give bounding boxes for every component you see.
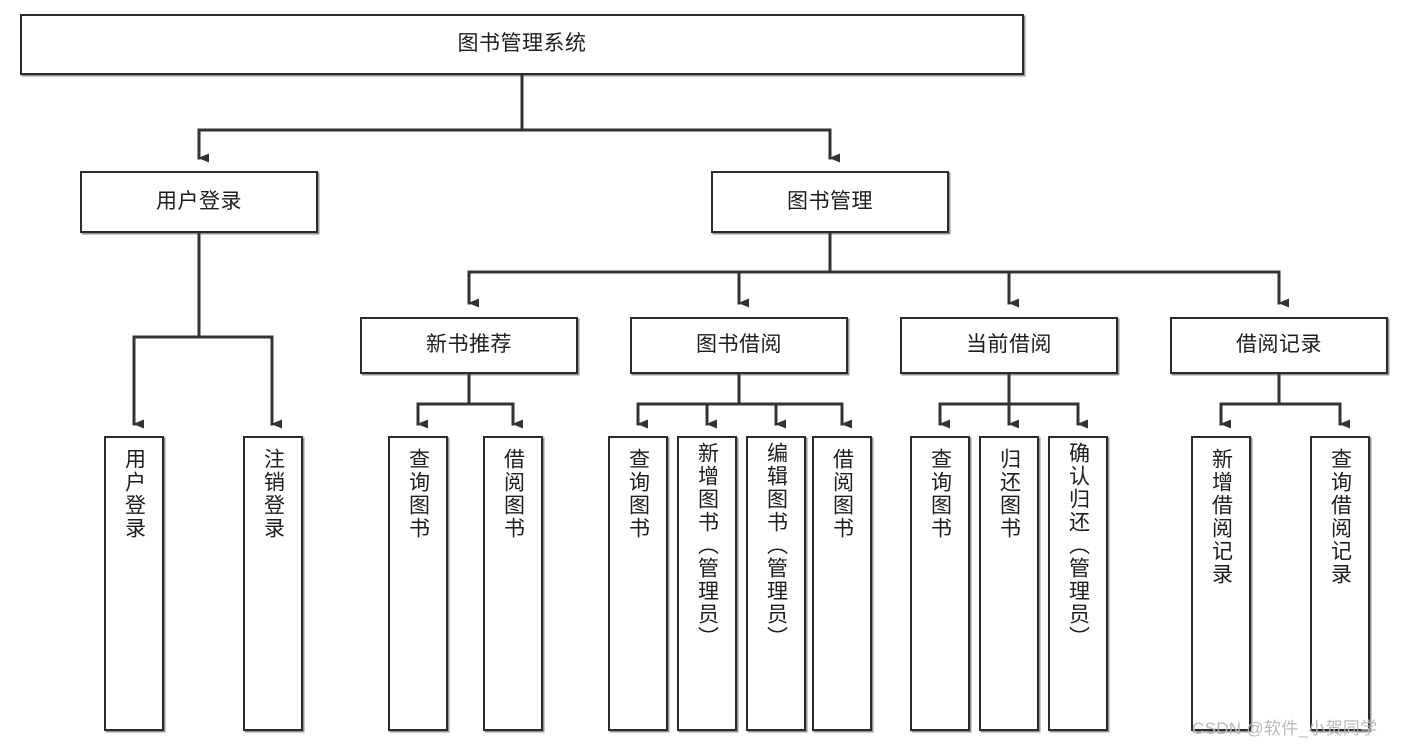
node-label: 借阅图书: [830, 448, 854, 540]
node-label: 当前借阅: [966, 333, 1052, 357]
node-current-borrowing[interactable]: 当前借阅: [900, 317, 1118, 374]
node-label: 编辑图书（管理员）: [764, 442, 788, 649]
node-label: 归还图书: [997, 448, 1021, 540]
node-label: 用户登录: [122, 448, 146, 540]
node-leaf-new-book-query-books[interactable]: 查询图书: [388, 436, 448, 731]
node-root-book-management-system[interactable]: 图书管理系统: [20, 14, 1024, 75]
node-leaf-borrow-add-book-admin[interactable]: 新增图书（管理员）: [677, 436, 737, 731]
node-label: 查询借阅记录: [1328, 448, 1352, 586]
node-book-borrowing[interactable]: 图书借阅: [630, 317, 848, 374]
node-user-login[interactable]: 用户登录: [80, 171, 318, 233]
node-leaf-borrow-borrow-books[interactable]: 借阅图书: [812, 436, 872, 731]
node-label: 用户登录: [156, 189, 242, 213]
node-label: 新书推荐: [426, 333, 512, 357]
node-label: 借阅记录: [1236, 333, 1322, 357]
node-label: 确认归还（管理员）: [1066, 442, 1090, 649]
node-label: 图书管理系统: [457, 32, 587, 56]
node-label: 注销登录: [261, 448, 285, 540]
node-leaf-new-book-borrow-books[interactable]: 借阅图书: [483, 436, 543, 731]
node-leaf-borrow-query-books[interactable]: 查询图书: [608, 436, 668, 731]
node-label: 图书管理: [787, 189, 873, 213]
csdn-watermark: CSDN @软件_小贺同学: [1192, 719, 1378, 738]
node-leaf-current-confirm-return-admin[interactable]: 确认归还（管理员）: [1048, 436, 1108, 731]
node-leaf-records-query-record[interactable]: 查询借阅记录: [1310, 436, 1370, 731]
node-leaf-current-return-books[interactable]: 归还图书: [979, 436, 1039, 731]
node-label: 借阅图书: [501, 448, 525, 540]
node-leaf-current-query-books[interactable]: 查询图书: [910, 436, 970, 731]
node-leaf-user-login-login[interactable]: 用户登录: [104, 436, 164, 731]
node-label: 查询图书: [626, 448, 650, 540]
node-label: 新增图书（管理员）: [695, 442, 719, 649]
node-borrowing-records[interactable]: 借阅记录: [1170, 317, 1388, 374]
node-new-book-recommendation[interactable]: 新书推荐: [360, 317, 578, 374]
node-label: 查询图书: [406, 448, 430, 540]
node-leaf-records-add-record[interactable]: 新增借阅记录: [1191, 436, 1251, 731]
node-label: 图书借阅: [696, 333, 782, 357]
node-leaf-borrow-edit-book-admin[interactable]: 编辑图书（管理员）: [746, 436, 806, 731]
node-book-management[interactable]: 图书管理: [711, 171, 949, 233]
node-label: 查询图书: [928, 448, 952, 540]
node-leaf-user-login-logout[interactable]: 注销登录: [243, 436, 303, 731]
node-label: 新增借阅记录: [1209, 448, 1233, 586]
